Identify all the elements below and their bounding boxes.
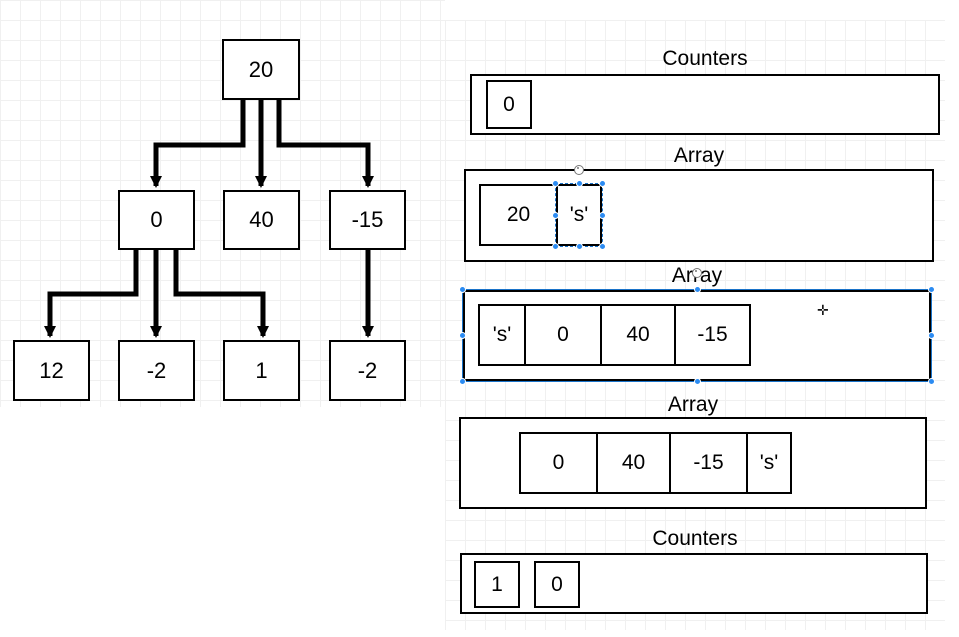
selection-handle[interactable] <box>694 378 701 385</box>
selection-handle[interactable] <box>576 180 583 187</box>
selection-handle[interactable] <box>552 180 559 187</box>
array2-cell-s[interactable]: 's' <box>478 304 526 366</box>
tree-node-1[interactable]: 1 <box>223 340 300 401</box>
selection-handle[interactable] <box>552 212 559 219</box>
selection-handle[interactable] <box>928 378 935 385</box>
selection-handle[interactable] <box>694 286 701 293</box>
array2-cell-0[interactable]: 0 <box>524 304 602 366</box>
counters-bottom-cell-1[interactable]: 1 <box>474 561 520 608</box>
tree-node-neg2-b[interactable]: -2 <box>329 340 406 401</box>
array2-cell-neg15[interactable]: -15 <box>674 304 751 366</box>
selection-handle[interactable] <box>459 378 466 385</box>
tree-node-neg2-a[interactable]: -2 <box>118 340 195 401</box>
array1-cell-s[interactable]: 's' <box>556 184 602 246</box>
counters-top-panel[interactable] <box>470 74 940 135</box>
selection-handle[interactable] <box>599 180 606 187</box>
counters-bottom-title: Counters <box>652 527 738 550</box>
rotate-handle-icon[interactable] <box>574 165 584 175</box>
rotate-handle-icon[interactable] <box>692 268 702 278</box>
tree-connectors <box>44 100 374 338</box>
array3-cell-neg15[interactable]: -15 <box>669 432 748 494</box>
edge-0-to-12 <box>44 250 139 338</box>
tree-node-root[interactable]: 20 <box>222 39 300 100</box>
array2-cell-40[interactable]: 40 <box>600 304 676 366</box>
array3-title: Array <box>667 393 719 416</box>
counters-bottom-cell-0[interactable]: 0 <box>534 561 580 608</box>
selection-handle[interactable] <box>459 286 466 293</box>
array1-s-selection <box>555 183 603 247</box>
array3-cell-40[interactable]: 40 <box>596 432 671 494</box>
array3-cell-0[interactable]: 0 <box>519 432 598 494</box>
edge-0-to-1 <box>173 250 269 338</box>
selection-handle[interactable] <box>928 286 935 293</box>
tree-node-neg15[interactable]: -15 <box>329 190 406 250</box>
array1-title: Array <box>673 144 725 167</box>
counters-top-cell-0[interactable]: 0 <box>486 80 532 129</box>
array1-cell-20[interactable]: 20 <box>479 184 558 246</box>
tree-node-0[interactable]: 0 <box>118 190 195 250</box>
selection-handle[interactable] <box>459 332 466 339</box>
tree-node-40[interactable]: 40 <box>223 190 300 250</box>
selection-handle[interactable] <box>928 332 935 339</box>
selection-handle[interactable] <box>552 243 559 250</box>
edge-root-to-0 <box>150 100 246 188</box>
selection-handle[interactable] <box>599 243 606 250</box>
selection-handle[interactable] <box>599 212 606 219</box>
tree-node-12[interactable]: 12 <box>13 340 90 401</box>
selection-handle[interactable] <box>576 243 583 250</box>
array3-cell-s[interactable]: 's' <box>746 432 792 494</box>
counters-top-title: Counters <box>662 47 748 70</box>
move-cursor-icon: ✛ <box>817 303 829 319</box>
counters-bottom-panel[interactable] <box>460 553 928 614</box>
edge-root-to-neg15 <box>276 100 374 188</box>
